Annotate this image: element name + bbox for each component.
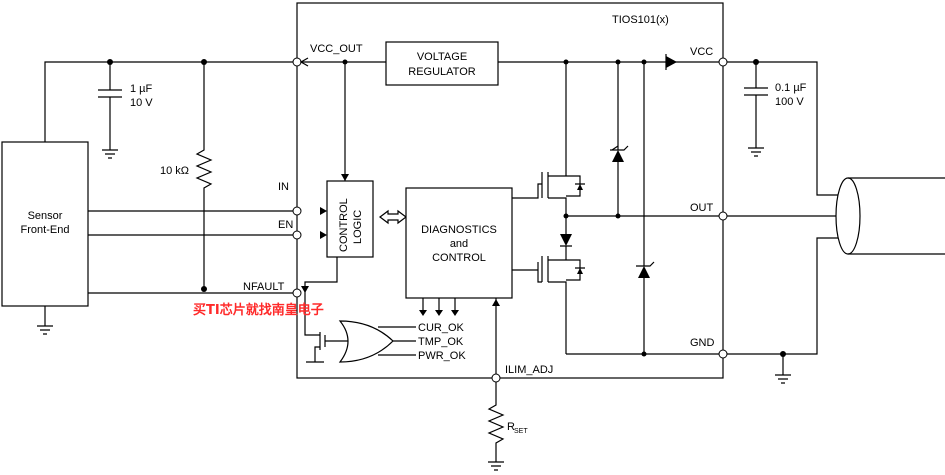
pin-in-label: IN: [278, 181, 289, 193]
high-side-mosfet: [512, 62, 585, 216]
vcc-input-diode: [666, 56, 677, 68]
output-diode: [560, 234, 572, 246]
sensor-label-line2: Front-End: [21, 224, 70, 236]
rset-label: R: [507, 421, 515, 433]
pin-vcc: [718, 57, 728, 67]
pin-vcc-label: VCC: [690, 46, 713, 58]
external-ground-symbol: [775, 354, 791, 384]
pin-ilim-adj-label: ILIM_ADJ: [505, 364, 553, 376]
pin-ilim-adj: [491, 373, 501, 383]
signal-cur-ok: CUR_OK: [418, 322, 465, 334]
capacitor-1uf-voltage: 10 V: [130, 97, 153, 109]
sensor-ground-symbol: [37, 306, 53, 335]
pin-nfault-label: NFAULT: [243, 281, 285, 293]
pullup-resistor-value: 10 kΩ: [160, 165, 189, 177]
pin-nfault: [292, 288, 302, 298]
capacitor-0-1uf: [744, 62, 768, 157]
control-logic-block: [326, 180, 374, 258]
chip-part-number: TIOS101(x): [612, 14, 669, 26]
control-logic-line2: LOGIC: [352, 210, 364, 244]
pin-out: [718, 211, 728, 221]
signal-tmp-ok: TMP_OK: [418, 336, 464, 348]
pin-gnd: [718, 349, 728, 359]
control-logic-line1: CONTROL: [338, 198, 350, 252]
sensor-label-line1: Sensor: [28, 210, 63, 222]
capacitor-1uf: [98, 62, 122, 159]
watermark-text: 买TI芯片就找南皇电子: [193, 302, 324, 318]
external-vcc-line: [727, 61, 848, 196]
capacitor-0-1uf-voltage: 100 V: [775, 96, 804, 108]
external-gnd-line: [727, 237, 848, 355]
voltage-regulator-line2: REGULATOR: [408, 66, 475, 78]
diagnostics-line2: and: [450, 238, 468, 250]
pin-in: [292, 206, 302, 216]
pin-gnd-label: GND: [690, 337, 715, 349]
pin-vcc-out-label: VCC_OUT: [310, 43, 363, 55]
pin-out-label: OUT: [690, 202, 714, 214]
capacitor-1uf-value: 1 µF: [130, 83, 153, 95]
pin-en-label: EN: [278, 219, 293, 231]
nfault-transistor: [304, 293, 326, 363]
voltage-regulator-line1: VOLTAGE: [417, 51, 467, 63]
diagnostics-control-block: [405, 187, 513, 299]
pullup-resistor-10k: [195, 62, 213, 289]
vcc-out-rail: [44, 61, 297, 142]
rset-subscript: SET: [514, 428, 528, 435]
diagnostics-line1: DIAGNOSTICS: [421, 224, 497, 236]
pin-en: [292, 230, 302, 240]
cable-end: [835, 177, 861, 255]
zener-top: [611, 62, 619, 216]
sensor-front-end-block: [1, 141, 89, 307]
cable-body: [848, 177, 945, 255]
diagnostics-line3: CONTROL: [432, 252, 486, 264]
capacitor-0-1uf-value: 0.1 µF: [775, 82, 807, 94]
rset-resistor: [487, 382, 505, 471]
voltage-regulator-block: [385, 41, 499, 86]
signal-pwr-ok: PWR_OK: [418, 350, 466, 362]
